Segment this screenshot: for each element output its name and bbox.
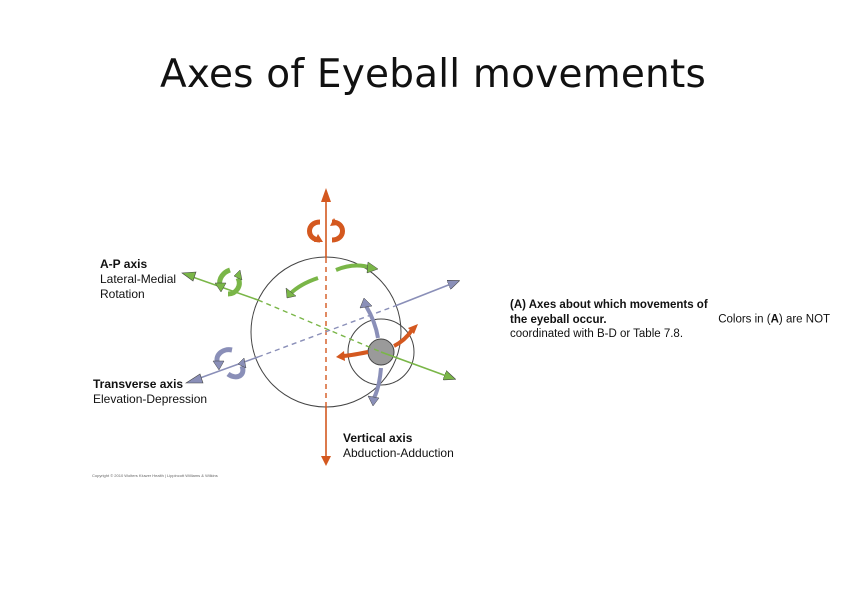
adduction-arrow xyxy=(341,350,369,358)
vertical-axis-name: Vertical axis xyxy=(343,431,413,445)
caption-bold: (A) Axes about which movements of the ey… xyxy=(510,299,708,326)
ap-axis-line2: Rotation xyxy=(100,287,145,301)
ap-axis-line-inside xyxy=(257,299,382,353)
ap-rotation-arrow-outer-2 xyxy=(227,276,242,297)
ap-axis-name: A-P axis xyxy=(100,257,148,271)
vertical-axis-label: Vertical axis Abduction-Adduction xyxy=(343,431,454,461)
ap-axis-label: A-P axis Lateral-Medial Rotation xyxy=(100,257,176,302)
figure-caption: (A) Axes about which movements of the ey… xyxy=(510,298,842,342)
caption-text-1: Colors in ( xyxy=(715,313,771,326)
elevation-arrow xyxy=(364,304,380,339)
transverse-axis-name: Transverse axis xyxy=(93,377,184,391)
ap-axis-line-front xyxy=(380,351,452,378)
cornea-outline xyxy=(347,318,415,386)
transverse-axis-line-outer xyxy=(199,356,259,379)
copyright-notice: Copyright © 2010 Wolters Kluwer Health |… xyxy=(92,473,218,478)
ap-rotation-arrow-left xyxy=(288,276,319,296)
depression-arrow xyxy=(372,367,383,399)
transverse-axis-label: Transverse axis Elevation-Depression xyxy=(93,377,207,407)
slide-title: Axes of Eyeball movements xyxy=(160,52,706,97)
ap-axis-left-arrowhead xyxy=(181,271,197,282)
ap-axis-line1: Lateral-Medial xyxy=(100,272,177,286)
caption-letter: A xyxy=(770,313,779,326)
vertical-axis-line1: Abduction-Adduction xyxy=(343,446,454,460)
transverse-axis-line-front xyxy=(394,282,456,307)
transverse-axis-line1: Elevation-Depression xyxy=(93,392,208,406)
caption-text-2: ) are NOT coordinated with B-D or Table … xyxy=(510,313,830,341)
transverse-axis-left-arrowhead xyxy=(184,373,204,384)
vertical-axis-top-arrowhead xyxy=(321,188,331,202)
transverse-rotation-arrow-2 xyxy=(226,365,246,380)
abduction-arrow xyxy=(393,328,414,348)
